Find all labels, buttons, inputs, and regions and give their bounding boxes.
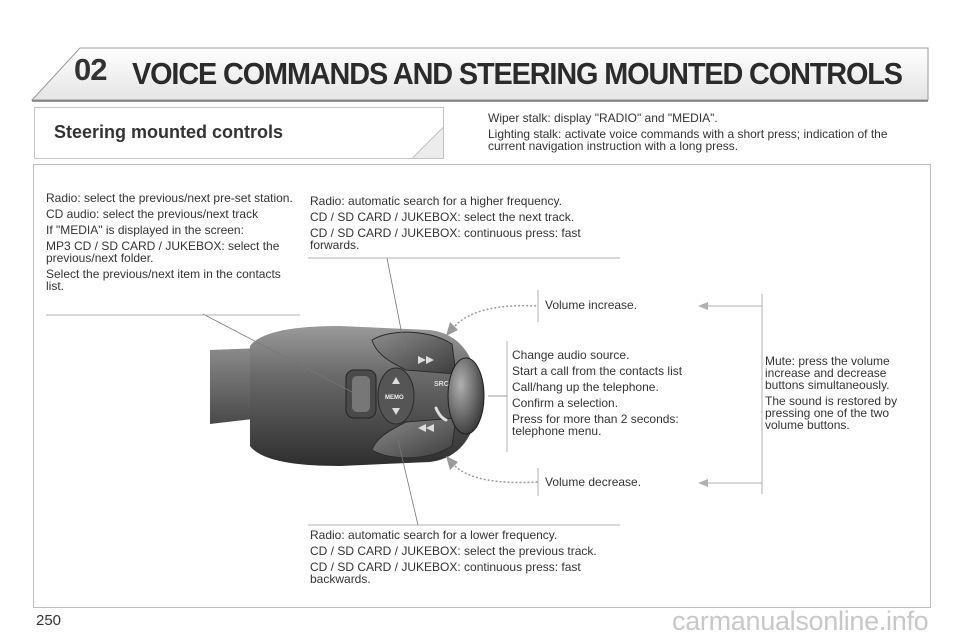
section-title: Steering mounted controls [54,122,284,142]
callout-line: CD audio: select the previous/next track [46,207,259,221]
callout-line: CD / SD CARD / JUKEBOX: select the next … [310,210,575,224]
src-label: SRC [434,381,449,388]
leader-seek-down [397,439,419,526]
stalk-arm [210,348,262,424]
callout-line: Radio: select the previous/next pre-set … [46,191,293,205]
callout-volume-increase: Volume increase. [545,298,638,312]
intro-lighting-stalk: Lighting stalk: activate voice commands … [488,127,888,153]
page-number: 250 [36,612,62,629]
callout-mute: Mute: press the volume increase and decr… [765,355,925,435]
src-knob [447,357,485,435]
volume-down-arrow [454,465,539,484]
seek-down-button [371,417,457,459]
callout-thumbwheel: Radio: select the previous/next pre-set … [46,192,300,296]
callout-line: CD / SD CARD / JUKEBOX: select the previ… [310,544,597,558]
callout-line: Radio: automatic search for a higher fre… [310,194,562,208]
callout-source-button: Change audio source. Start a call from t… [512,349,712,441]
callout-line: Start a call from the contacts list [512,364,683,378]
volume-up-arrow [454,304,539,327]
intro-wiper-stalk: Wiper stalk: display "RADIO" and "MEDIA"… [488,111,718,125]
callout-seek-down: Radio: automatic search for a lower freq… [310,529,620,589]
callout-line: MP3 CD / SD CARD / JUKEBOX: select the p… [46,239,280,265]
callout-line: Confirm a selection. [512,396,619,410]
callout-line: CD / SD CARD / JUKEBOX: continuous press… [310,226,581,252]
chapter-title: VOICE COMMANDS AND STEERING MOUNTED CONT… [132,56,903,91]
callout-line: Radio: automatic search for a lower freq… [310,528,558,542]
callout-line: Change audio source. [512,348,630,362]
seek-up-button [371,331,457,375]
callout-line: Select the previous/next item in the con… [46,267,281,293]
memo-label: MEMO [385,395,404,401]
callout-line: Mute: press the volume increase and decr… [765,354,890,392]
callout-line: Call/hang up the telephone. [512,380,659,394]
callout-line: The sound is restored by pressing one of… [765,394,898,432]
intro-text: Wiper stalk: display "RADIO" and "MEDIA"… [488,112,920,156]
section-heading-box [34,107,444,159]
chapter-number: 02 [74,52,107,87]
leader-left-thumbwheel [202,313,353,393]
callout-volume-decrease: Volume decrease. [545,475,642,489]
callout-seek-up: Radio: automatic search for a higher fre… [310,195,610,255]
callout-line: CD / SD CARD / JUKEBOX: continuous press… [310,560,581,586]
leader-seek-up [386,257,406,351]
watermark: carmanualsonline.info [672,606,929,636]
callout-line: Press for more than 2 seconds: telephone… [512,412,679,438]
callout-line: If "MEDIA" is displayed in the screen: [46,223,244,237]
memo-dial [377,367,415,425]
chapter-header-bar [30,47,929,102]
phone-icon [434,406,448,422]
